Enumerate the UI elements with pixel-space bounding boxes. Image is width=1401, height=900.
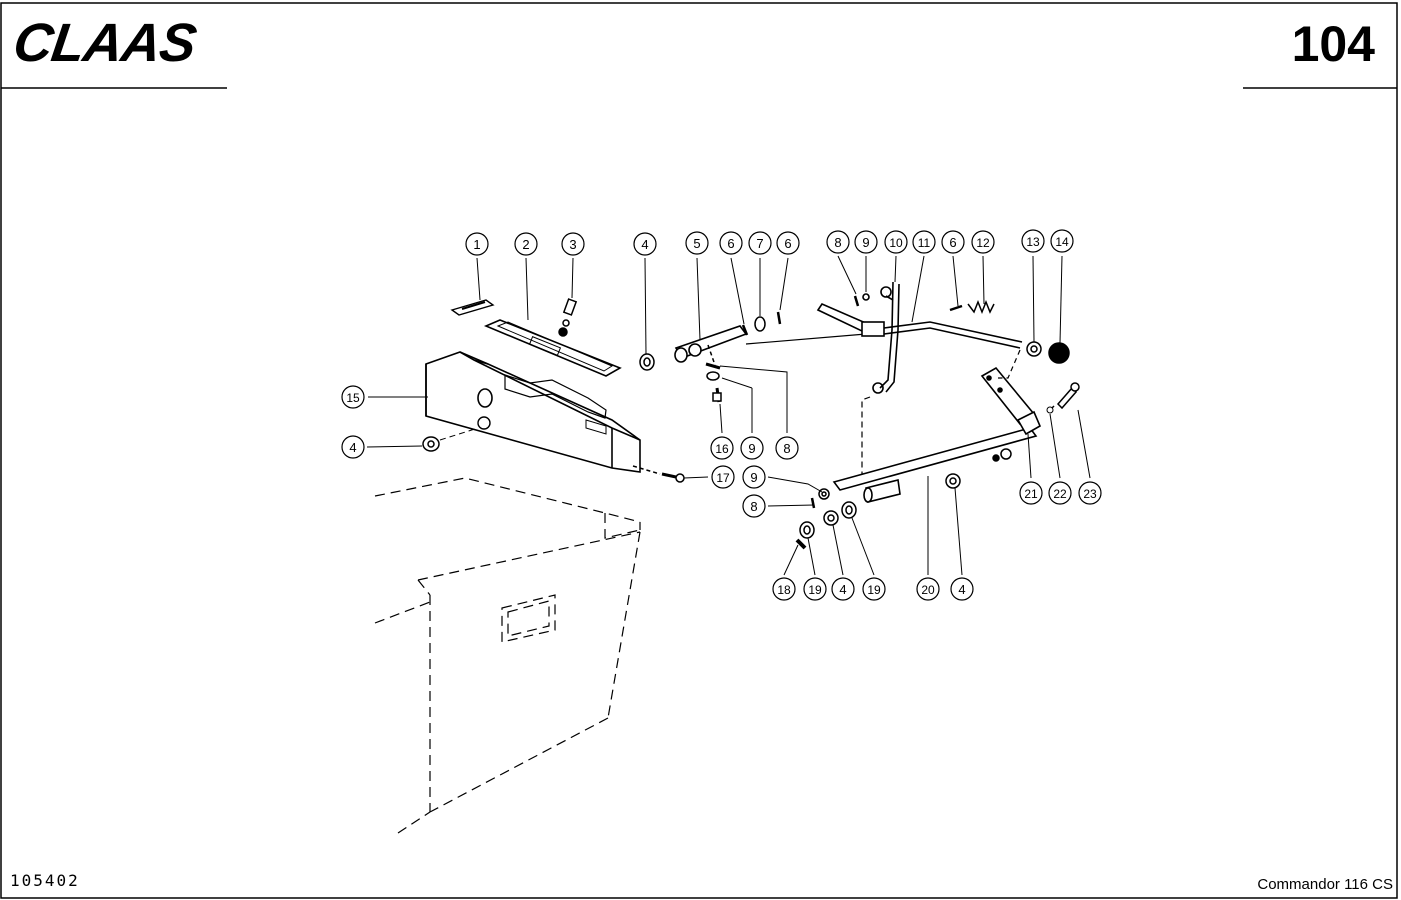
callout: 18 [772, 577, 796, 601]
svg-text:6: 6 [727, 236, 734, 251]
svg-text:18: 18 [777, 583, 791, 597]
callout: 1 [465, 232, 489, 256]
leader-lines [366, 255, 1091, 576]
callout: 2 [514, 232, 538, 256]
svg-text:4: 4 [839, 582, 846, 597]
callout: 5 [685, 231, 709, 255]
spring-12 [949, 299, 995, 315]
callout: 8 [826, 230, 850, 254]
callout: 6 [776, 231, 800, 255]
callout: 12 [971, 230, 995, 254]
nut-13-knob-14 [1026, 341, 1070, 364]
svg-text:2: 2 [522, 237, 529, 252]
lever-5 [674, 325, 748, 363]
callout: 14 [1050, 229, 1074, 253]
console-housing [425, 351, 641, 473]
svg-text:11: 11 [918, 236, 931, 250]
callout: 4 [950, 577, 974, 601]
callout: 15 [341, 385, 365, 409]
model-name: Commandor 116 CS [1257, 876, 1393, 893]
callout: 11 [912, 230, 936, 254]
grommet-seat [477, 416, 491, 430]
svg-text:20: 20 [921, 583, 935, 597]
lever-10-11 [816, 281, 1023, 394]
bolt-23 [1049, 382, 1080, 411]
callout: 8 [742, 494, 766, 518]
svg-text:8: 8 [783, 441, 790, 456]
svg-text:15: 15 [346, 391, 360, 405]
svg-text:4: 4 [641, 237, 648, 252]
nut-bracket [992, 448, 1012, 462]
callout: 6 [719, 231, 743, 255]
callout: 22 [1048, 481, 1072, 505]
lower-hardware [795, 473, 961, 550]
callout: 4 [831, 577, 855, 601]
svg-text:6: 6 [784, 236, 791, 251]
svg-text:7: 7 [756, 236, 763, 251]
callout: 17 [711, 465, 735, 489]
bracket-21 [980, 366, 1042, 436]
callout: 9 [742, 465, 766, 489]
callout: 8 [775, 436, 799, 460]
grommet-4b [422, 436, 440, 452]
svg-text:23: 23 [1083, 487, 1097, 501]
label-plate [450, 299, 495, 316]
callout: 6 [941, 230, 965, 254]
svg-text:4: 4 [349, 440, 356, 455]
callout: 19 [862, 577, 886, 601]
svg-text:9: 9 [862, 235, 869, 250]
dashed-link [841, 396, 871, 485]
callout: 7 [748, 231, 772, 255]
callout: 4 [341, 435, 365, 459]
callouts: 1 2 3 4 5 6 7 6 8 9 10 11 6 12 13 14 15 … [341, 229, 1102, 601]
screw-3 [558, 298, 578, 337]
link-rod-5-10 [745, 333, 867, 345]
washer-22 [1046, 406, 1054, 414]
pins-6-7 [705, 311, 782, 403]
callout: 23 [1078, 481, 1102, 505]
cab-panel [374, 477, 641, 834]
svg-text:14: 14 [1055, 235, 1069, 249]
drawing-number: 105402 [10, 871, 80, 890]
svg-text:19: 19 [808, 583, 822, 597]
svg-text:19: 19 [867, 583, 881, 597]
dashed-13-21 [998, 349, 1021, 379]
callout: 4 [633, 232, 657, 256]
grommet-4a [639, 353, 655, 371]
brand-logo: CLAAS [9, 13, 200, 73]
svg-text:1: 1 [473, 237, 480, 252]
svg-text:9: 9 [750, 470, 757, 485]
svg-text:8: 8 [834, 235, 841, 250]
svg-text:17: 17 [716, 471, 730, 485]
callout: 9 [854, 230, 878, 254]
callout: 3 [561, 232, 585, 256]
svg-text:22: 22 [1053, 487, 1067, 501]
shaft-20 [832, 427, 1038, 503]
callout: 16 [710, 436, 734, 460]
svg-text:8: 8 [750, 499, 757, 514]
svg-text:3: 3 [569, 237, 576, 252]
svg-text:13: 13 [1026, 235, 1040, 249]
svg-text:9: 9 [748, 441, 755, 456]
screw-17 [632, 465, 685, 483]
svg-text:6: 6 [949, 235, 956, 250]
svg-text:10: 10 [889, 236, 903, 250]
svg-text:4: 4 [958, 582, 965, 597]
svg-text:12: 12 [976, 236, 990, 250]
callout: 10 [884, 230, 908, 254]
callout: 13 [1021, 229, 1045, 253]
page-number: 104 [1291, 16, 1375, 72]
callout: 21 [1019, 481, 1043, 505]
callout: 20 [916, 577, 940, 601]
svg-text:16: 16 [715, 442, 729, 456]
svg-text:5: 5 [693, 236, 700, 251]
callout: 9 [740, 436, 764, 460]
grommet-4b-guide [439, 427, 479, 441]
callout: 19 [803, 577, 827, 601]
cover-plate [483, 319, 622, 377]
svg-text:21: 21 [1024, 487, 1038, 501]
